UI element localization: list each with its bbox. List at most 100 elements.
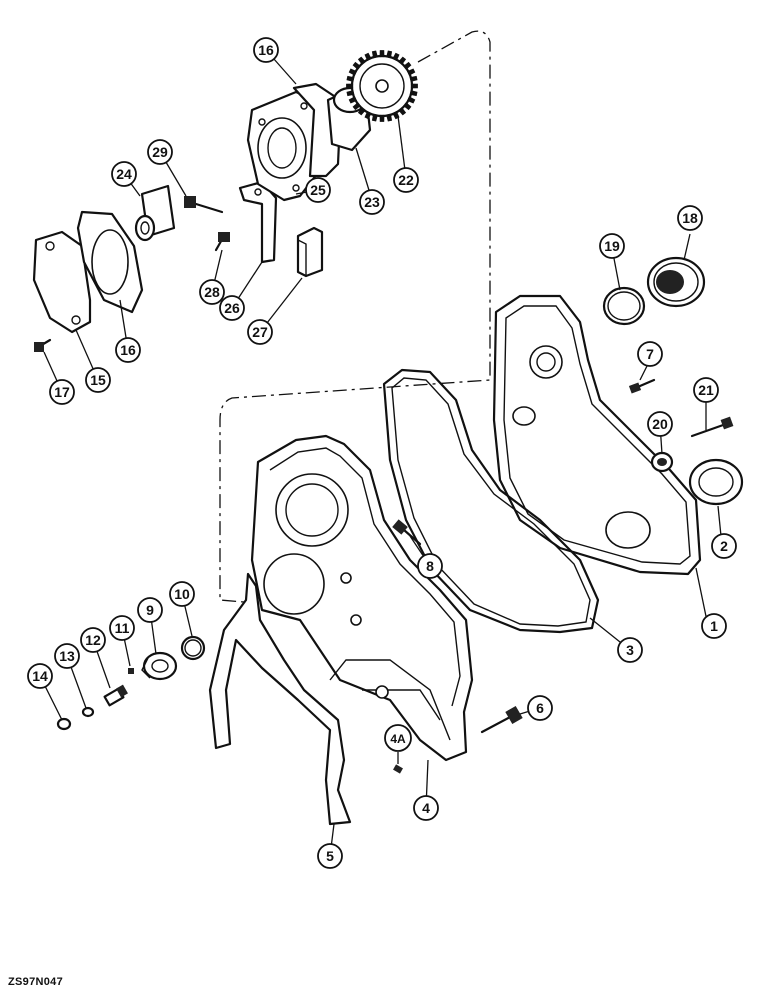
svg-text:21: 21 [698, 382, 714, 398]
drawing-code: ZS97N047 [8, 976, 63, 988]
callout-24: 24 [111, 161, 137, 187]
gear-housing [250, 434, 474, 762]
svg-text:11: 11 [115, 620, 130, 636]
gear-tooth [364, 52, 372, 61]
callout-28: 28 [199, 279, 225, 305]
cover-gasket-inner-edge [391, 377, 591, 627]
gear-tooth [386, 50, 393, 59]
bushing-24 [134, 184, 176, 242]
housing-gasket [208, 572, 352, 826]
callout-15: 15 [85, 367, 111, 393]
callout-22: 22 [393, 167, 419, 193]
svg-text:17: 17 [54, 384, 70, 400]
callout-29: 29 [147, 139, 173, 165]
gear-tooth [410, 83, 418, 89]
svg-text:25: 25 [310, 182, 326, 198]
svg-text:28: 28 [204, 284, 220, 300]
gear-tooth [357, 107, 366, 116]
svg-text:26: 26 [224, 300, 240, 316]
callout-9: 9 [137, 597, 163, 623]
nut-20 [650, 451, 674, 473]
accessory-seal [646, 256, 706, 308]
svg-text:24: 24 [116, 166, 132, 182]
bolt-21 [690, 416, 734, 438]
svg-text:18: 18 [682, 210, 698, 226]
callout-2: 2 [711, 533, 737, 559]
gasket-16-lower [76, 210, 144, 314]
callout-3: 3 [617, 637, 643, 663]
plug-14 [56, 717, 72, 731]
gear-tooth [371, 113, 378, 122]
callout-7: 7 [637, 341, 663, 367]
svg-text:16: 16 [120, 342, 136, 358]
gear-tooth [352, 102, 361, 111]
callout-11: 11 [109, 615, 135, 641]
spacer-block-27 [296, 226, 324, 278]
gear-tooth [403, 61, 412, 70]
gear-tooth [403, 102, 412, 111]
callout-14: 14 [27, 663, 53, 689]
callout-27: 27 [247, 319, 273, 345]
gear-tooth [407, 96, 416, 104]
svg-text:27: 27 [252, 324, 268, 340]
callout-16-lower: 16 [115, 337, 141, 363]
bolt-6 [480, 705, 523, 734]
svg-text:23: 23 [364, 194, 380, 210]
gear-tooth [407, 68, 416, 76]
callout-1: 1 [701, 613, 727, 639]
callout-23: 23 [359, 189, 385, 215]
gear-tooth [379, 114, 385, 122]
svg-text:14: 14 [32, 668, 48, 684]
svg-text:29: 29 [152, 144, 168, 160]
svg-text:22: 22 [398, 172, 414, 188]
svg-text:4A: 4A [390, 732, 406, 746]
pump-body-25 [246, 90, 322, 202]
svg-text:6: 6 [536, 700, 544, 716]
svg-text:5: 5 [326, 848, 334, 864]
bolt-29 [184, 196, 224, 214]
callout-19: 19 [599, 233, 625, 259]
callout-26: 26 [219, 295, 245, 321]
alignment-centerline [219, 30, 491, 603]
bolt-28 [214, 232, 230, 252]
fitting-12 [103, 684, 128, 707]
gear-tooth [398, 107, 407, 116]
gear-tooth [409, 90, 418, 97]
gear-tooth [379, 50, 385, 58]
svg-text:16: 16 [258, 42, 274, 58]
callout-4: 4 [413, 795, 439, 821]
washer-13 [81, 706, 95, 718]
svg-text:7: 7 [646, 346, 654, 362]
gear-tooth [346, 90, 355, 97]
callout-12: 12 [80, 627, 106, 653]
gear-tooth [348, 96, 357, 104]
flange-9 [141, 651, 178, 681]
capscrew-17 [34, 338, 52, 352]
svg-text:13: 13 [59, 648, 75, 664]
callout-17: 17 [49, 379, 75, 405]
screw-11 [128, 668, 134, 674]
gear-tooth [348, 68, 357, 76]
drive-gear-22 [346, 50, 418, 122]
front-cover-plate [492, 294, 702, 576]
snap-ring [602, 286, 646, 326]
svg-text:9: 9 [146, 602, 154, 618]
gear-tooth [352, 61, 361, 70]
oil-seal [688, 458, 744, 506]
gear-tooth [346, 83, 354, 89]
callout-8: 8 [417, 553, 443, 579]
callout-10: 10 [169, 581, 195, 607]
callout-25: 25 [305, 177, 331, 203]
gear-tooth [398, 56, 407, 65]
svg-text:3: 3 [626, 642, 634, 658]
gear-tooth [386, 113, 393, 122]
gear-tooth [371, 50, 378, 59]
callout-4a: 4A [384, 724, 412, 752]
gear-tooth [357, 56, 366, 65]
gear-tooth [392, 52, 400, 61]
callout-18: 18 [677, 205, 703, 231]
callout-20: 20 [647, 411, 673, 437]
cover-plate-15 [32, 230, 92, 334]
